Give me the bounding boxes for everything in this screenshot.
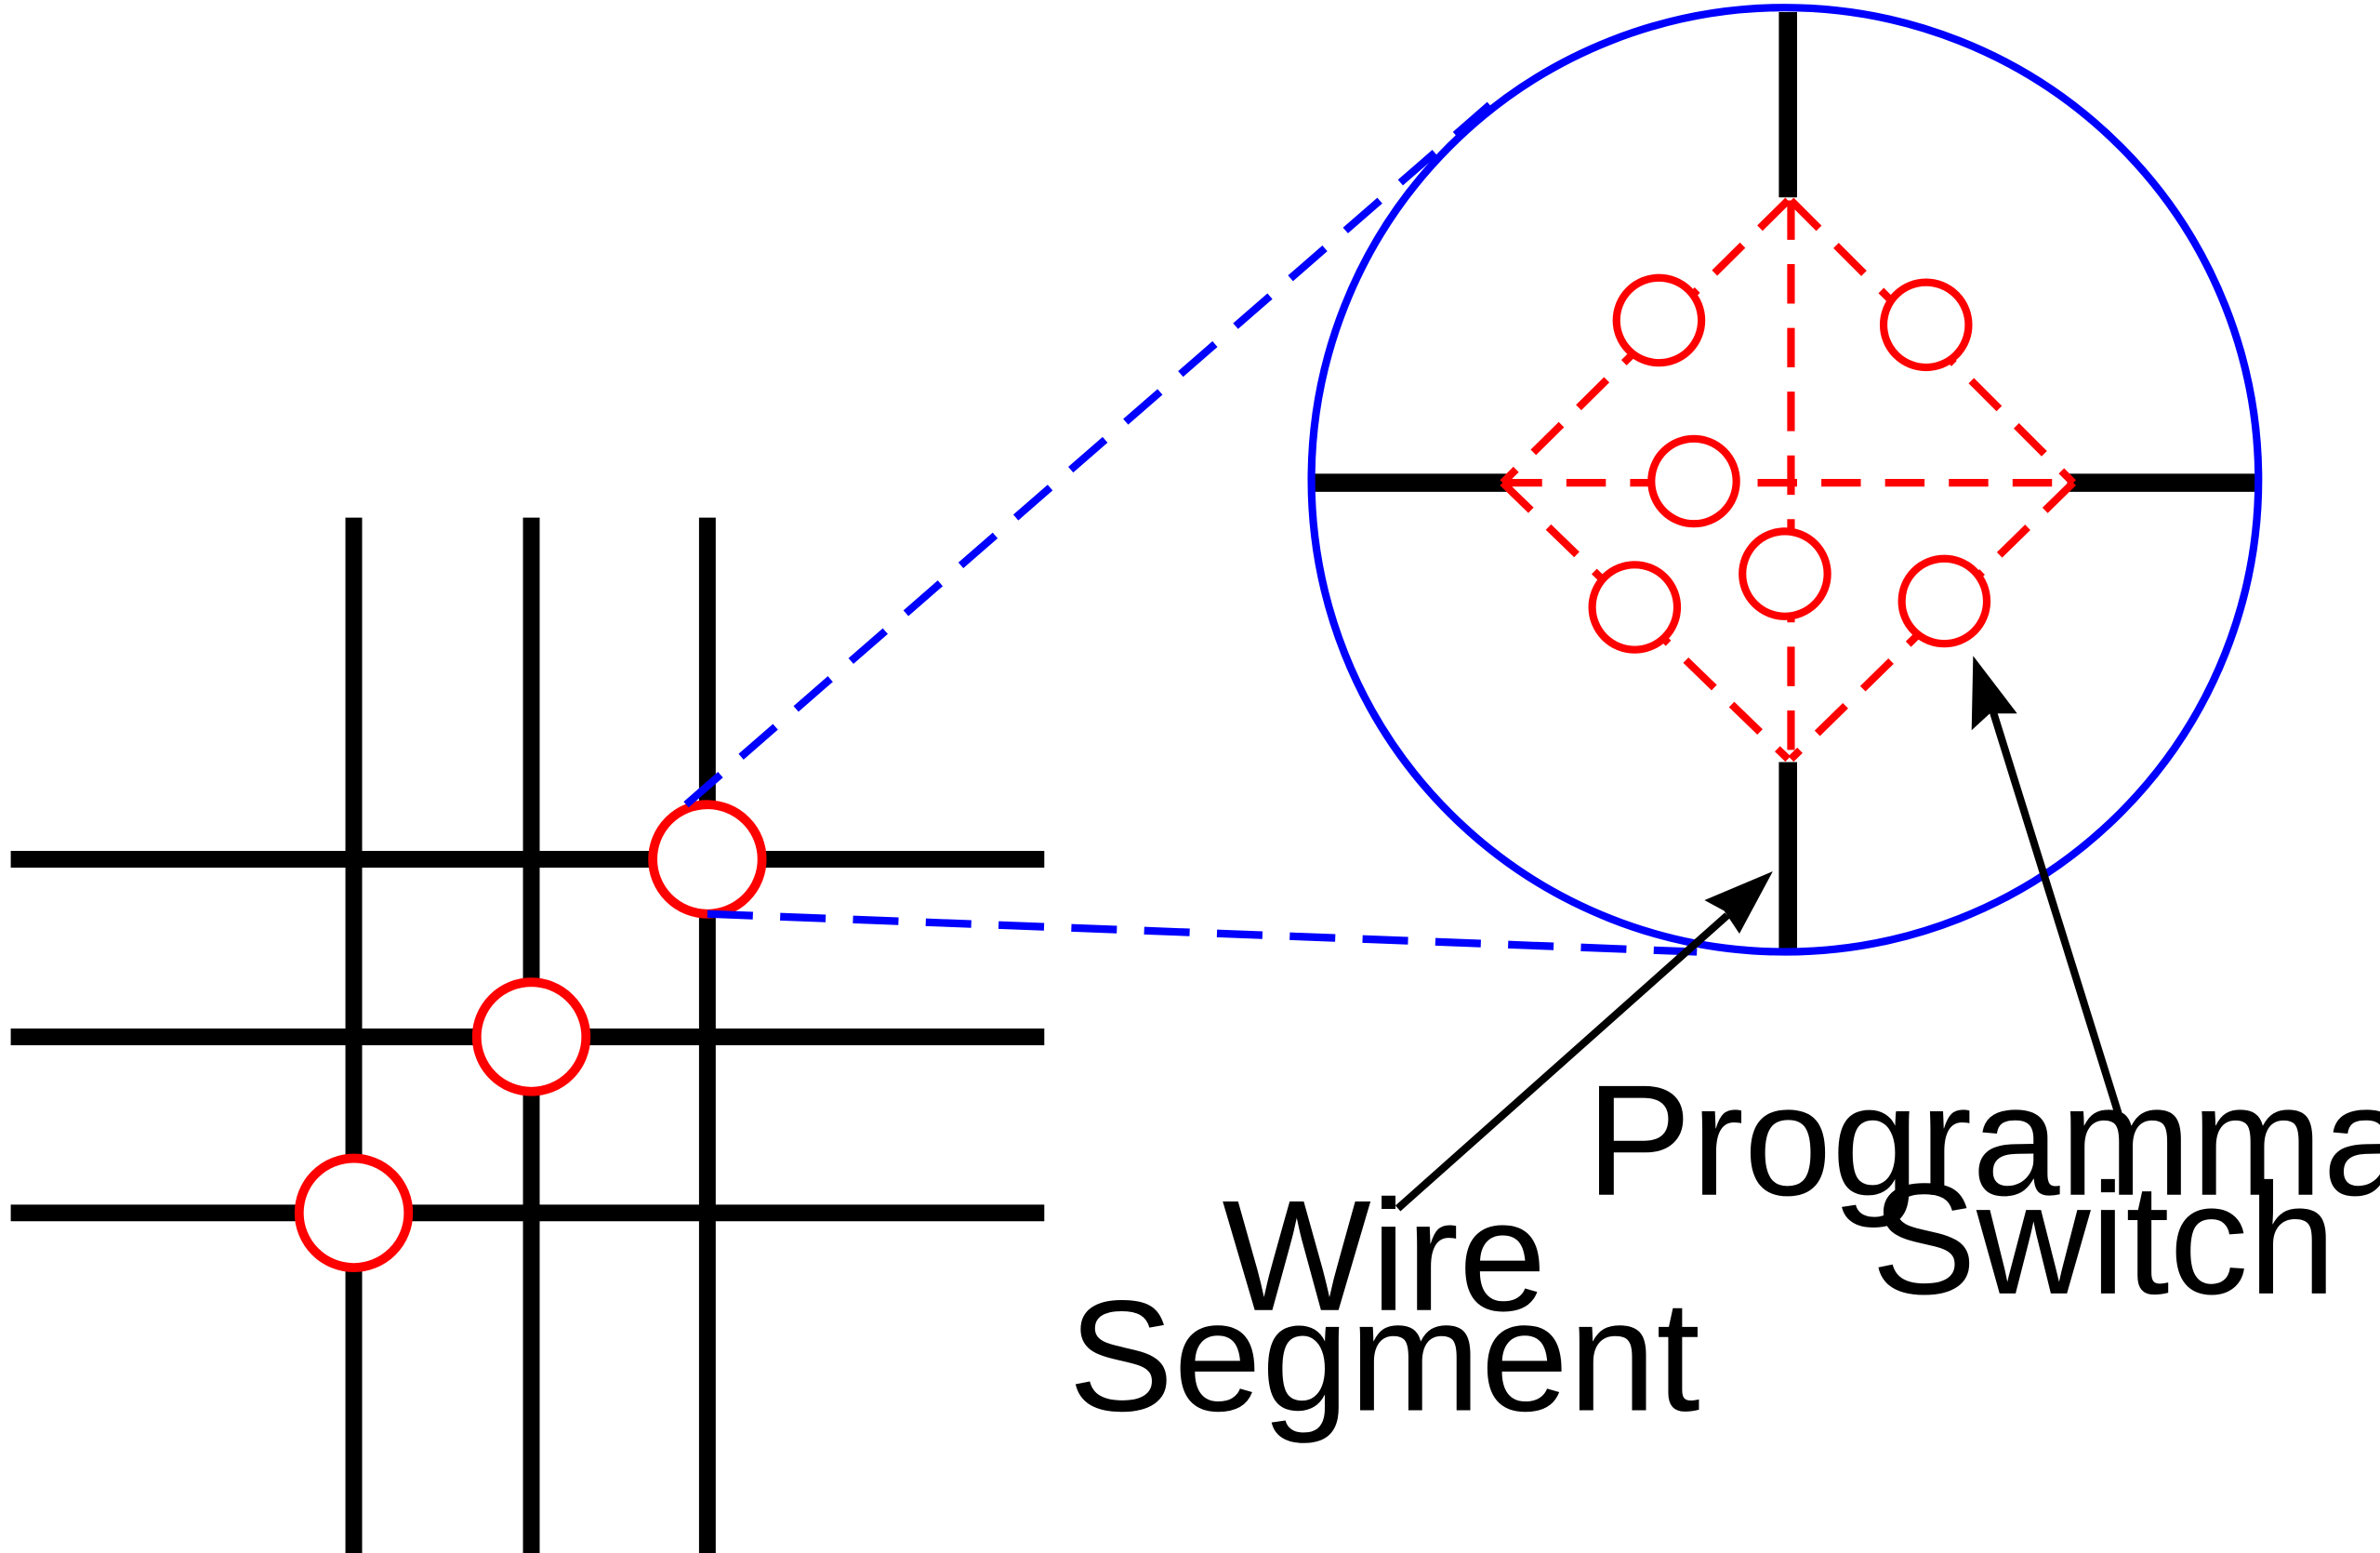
switch-top-left [1612, 273, 1706, 367]
grid-switch-circle-3 [294, 1153, 414, 1272]
zoom-line-bottom [707, 909, 1698, 956]
zoom-circle [1307, 4, 2263, 956]
grid-switch-circle-2 [471, 977, 591, 1096]
switch-vertical [1739, 527, 1831, 620]
zoom-line-top [683, 97, 1498, 808]
grid-switch-circle-1 [648, 800, 767, 919]
programmable-switch-arrow-head [1971, 656, 2017, 731]
switch-top-right [1879, 278, 1973, 372]
labels: Wire Segment Programmable Switch [1068, 1052, 2380, 1444]
programmable-switch-label-line1: Programmable [1586, 1052, 2380, 1228]
wire-segment-arrow-head [1704, 871, 1773, 934]
wire-segment-arrow-line [1395, 912, 1730, 1212]
grid-switches [294, 800, 767, 1272]
zoomed-switch-box [1307, 4, 2263, 956]
switch-horizontal [1647, 434, 1740, 528]
zoom-switches [1588, 273, 1991, 654]
programmable-switch-arrow-line [1988, 704, 2126, 1126]
switch-bottom-right [1897, 554, 1991, 648]
annotation-arrows [1395, 656, 2126, 1212]
zoom-projection [683, 97, 1698, 956]
programmable-switch-label-line2: Switch [1871, 1150, 2336, 1327]
wire-segment-label-line1: Wire [1223, 1167, 1547, 1344]
wire-segment-label-line2: Segment [1068, 1268, 1699, 1444]
switch-bottom-left [1588, 561, 1682, 654]
